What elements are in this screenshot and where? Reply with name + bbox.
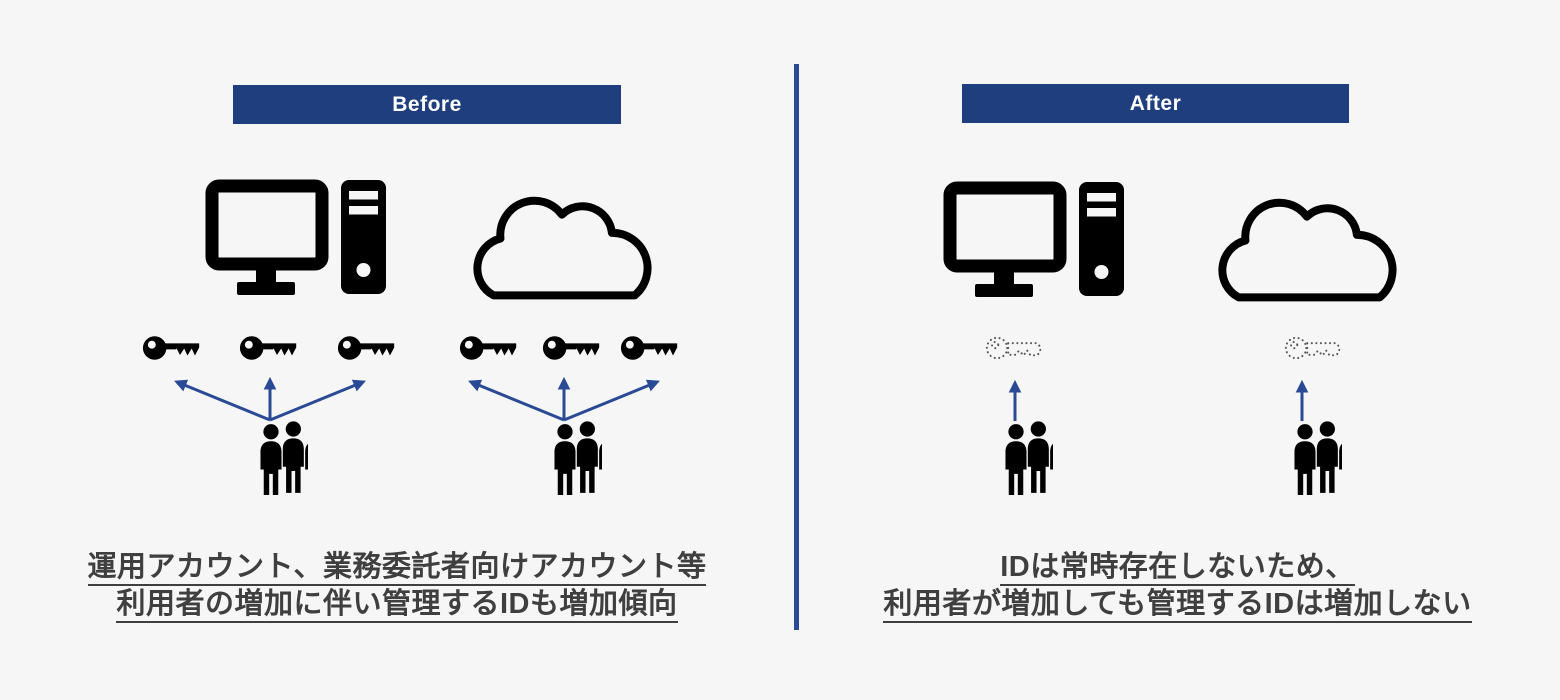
fan-arrows-icon <box>463 374 667 422</box>
desktop-computer-icon <box>204 178 386 298</box>
vertical-divider <box>794 64 799 630</box>
fan-arrows-icon <box>169 374 373 422</box>
after-banner: After <box>962 84 1349 123</box>
three-users-icon <box>528 421 602 495</box>
key-icon <box>337 331 397 365</box>
key-icon <box>620 331 680 365</box>
dotted-key-icon <box>984 331 1046 366</box>
three-users-icon <box>1268 421 1342 495</box>
before-banner: Before <box>233 85 621 124</box>
before-caption: 運用アカウント、業務委託者向けアカウント等 利用者の増加に伴い管理するIDも増加… <box>0 549 794 623</box>
after-caption: IDは常時存在しないため、 利用者が増加しても管理するIDは増加しない <box>795 549 1560 623</box>
up-arrow-icon <box>1294 376 1310 422</box>
desktop-computer-icon <box>942 180 1124 300</box>
key-icon <box>459 331 519 365</box>
cloud-icon <box>1200 187 1416 310</box>
key-icon <box>239 331 299 365</box>
key-icon <box>142 331 202 365</box>
three-users-icon <box>979 421 1053 495</box>
after-caption-line1: IDは常時存在しないため、 <box>795 549 1560 586</box>
before-caption-line2: 利用者の増加に伴い管理するIDも増加傾向 <box>0 586 794 623</box>
up-arrow-icon <box>1007 376 1023 422</box>
three-users-icon <box>234 421 308 495</box>
before-caption-line1: 運用アカウント、業務委託者向けアカウント等 <box>0 549 794 586</box>
after-caption-line2: 利用者が増加しても管理するIDは増加しない <box>795 586 1560 623</box>
dotted-key-icon <box>1283 331 1345 366</box>
key-icon <box>542 331 602 365</box>
cloud-icon <box>455 185 671 308</box>
